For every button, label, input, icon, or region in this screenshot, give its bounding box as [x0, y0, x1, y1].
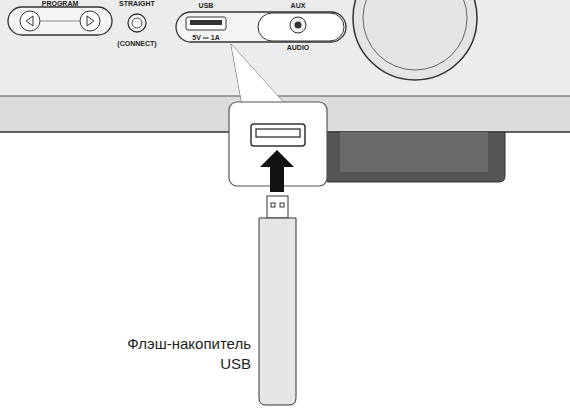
- left-symbol: [26, 16, 33, 26]
- program-line: [40, 21, 80, 22]
- part-label: Флэш-накопитель USB: [126, 334, 251, 375]
- foot: [323, 132, 505, 182]
- knob-ring: [363, 0, 467, 70]
- usb-aux-panel: [176, 12, 346, 42]
- panel-edge: [0, 95, 570, 96]
- program-right: [80, 11, 100, 31]
- zoom-usb-port: [251, 124, 305, 146]
- port-rating: 5V ⎓ 1A: [192, 34, 219, 41]
- foot-face: [340, 132, 488, 172]
- zoom-wedge: [231, 44, 285, 104]
- usb-port-tongue: [190, 20, 222, 25]
- straight-inner: [132, 18, 142, 28]
- usb-port: [186, 17, 226, 30]
- aux-oval: [258, 13, 344, 41]
- volume-knob: [353, 0, 477, 80]
- program-left: [20, 11, 40, 31]
- insert-arrow: [260, 150, 294, 192]
- port-label: USB: [199, 2, 214, 9]
- connector-hole: [280, 203, 284, 207]
- button-label: PROGRAM: [42, 0, 79, 7]
- program-button: [8, 7, 112, 35]
- port-label: AUX: [291, 2, 306, 9]
- button-label: (CONNECT): [117, 40, 156, 47]
- drive-connector: [267, 196, 288, 218]
- port-label: AUDIO: [287, 44, 310, 51]
- right-symbol: [87, 16, 94, 26]
- connector-hole: [271, 203, 275, 207]
- button-label: STRAIGHT: [119, 0, 155, 7]
- straight-button: [128, 14, 146, 32]
- flash-drive: [259, 218, 296, 405]
- zoom-port-tongue: [256, 129, 300, 137]
- zoom-leader: [231, 44, 285, 104]
- aux-hole: [295, 22, 302, 29]
- front-panel: [0, 0, 570, 96]
- aux-jack: [290, 17, 306, 33]
